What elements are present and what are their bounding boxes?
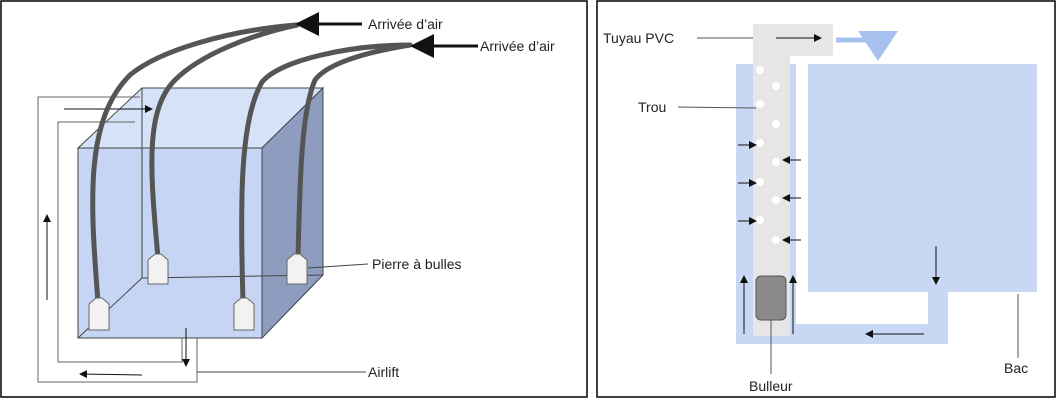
air-tube xyxy=(149,22,300,261)
airlift-cube-diagram: Arrivée d’air Arrivée d’air Pierre à bul… xyxy=(0,0,588,398)
air-stone xyxy=(286,253,308,285)
panel-border xyxy=(596,0,1056,398)
air-stones xyxy=(88,253,308,331)
air-tube xyxy=(90,22,300,305)
label-hole: Trou xyxy=(638,99,666,115)
arrow-left xyxy=(79,370,143,379)
airlift-section-diagram: Tuyau PVC Trou Bulleur Bac xyxy=(596,0,1057,398)
air-stone xyxy=(233,297,255,331)
airlift-loop xyxy=(37,96,198,383)
label-air-stone: Pierre à bulles xyxy=(372,256,462,272)
water-cube xyxy=(76,86,325,340)
water-body xyxy=(736,64,1037,344)
air-stone-leader xyxy=(307,263,369,269)
label-tank: Bac xyxy=(1004,360,1028,376)
cube-front-face xyxy=(77,147,263,339)
panel-border xyxy=(0,0,588,398)
air-tubes xyxy=(90,22,413,305)
bubbler xyxy=(755,275,787,321)
air-stone xyxy=(88,297,110,331)
pvc-pipe-top xyxy=(753,24,833,56)
tank-outlet xyxy=(928,292,948,344)
tank xyxy=(808,64,1037,292)
label-air-inlet-2: Arrivée d’air xyxy=(480,38,555,54)
air-tube xyxy=(295,42,413,261)
separator-wall xyxy=(796,64,808,324)
air-stone xyxy=(147,253,169,285)
label-air-inlet-1: Arrivée d’air xyxy=(368,16,443,32)
label-bubbler: Bulleur xyxy=(749,378,793,394)
label-pvc-pipe: Tuyau PVC xyxy=(603,30,674,46)
label-airlift: Airlift xyxy=(368,364,399,380)
overflow-arrow xyxy=(836,31,898,61)
hole-leader xyxy=(677,106,757,109)
pipe-holes xyxy=(756,66,780,244)
air-tube xyxy=(239,42,413,305)
